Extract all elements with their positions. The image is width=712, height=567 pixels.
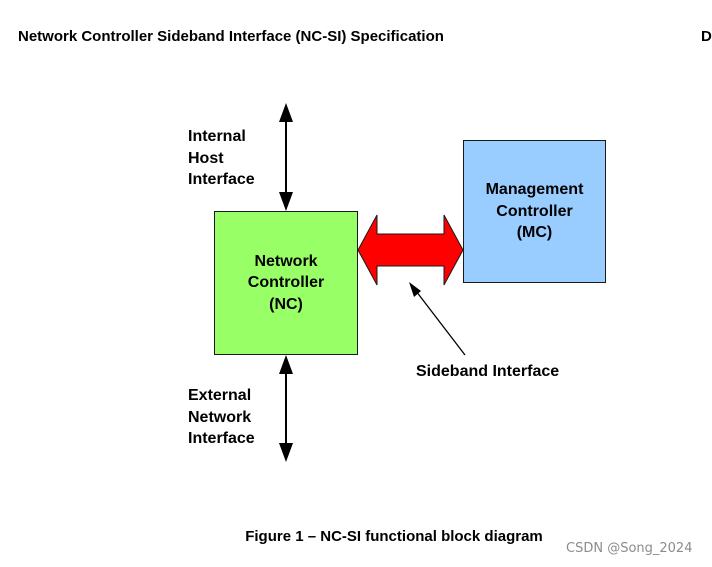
internal-host-interface-label: Internal Host Interface [188,126,255,191]
network-controller-box: Network Controller (NC) [214,211,358,355]
document-header-fragment: D [701,28,712,45]
network-controller-line-3: (NC) [269,295,303,313]
external-network-interface-label: External Network Interface [188,385,255,450]
external-network-interface-line-1: External [188,387,252,404]
network-controller-line-2: Controller [247,274,325,292]
external-network-interface-line-2: Network [188,408,252,426]
figure-caption: Figure 1 – NC-SI functional block diagra… [245,528,543,545]
internal-host-interface-arrow [279,103,293,211]
internal-host-interface-line-2: Host [188,149,224,167]
sideband-pointer-arrow [409,282,466,356]
csdn-watermark: CSDN @Song_2024 [566,541,693,556]
sideband-double-arrow [357,214,464,286]
internal-host-interface-line-1: Internal [188,128,246,145]
internal-host-interface-line-3: Interface [188,171,255,188]
management-controller-line-2: Controller [496,202,573,220]
external-network-interface-line-3: Interface [188,430,255,447]
management-controller-box: Management Controller (MC) [463,140,606,283]
external-network-interface-arrow [279,355,293,462]
management-controller-line-1: Management [485,181,584,199]
network-controller-line-1: Network [254,252,318,270]
document-header-title: Network Controller Sideband Interface (N… [18,28,444,45]
management-controller-line-3: (MC) [516,224,553,242]
sideband-interface-label: Sideband Interface [416,363,560,380]
